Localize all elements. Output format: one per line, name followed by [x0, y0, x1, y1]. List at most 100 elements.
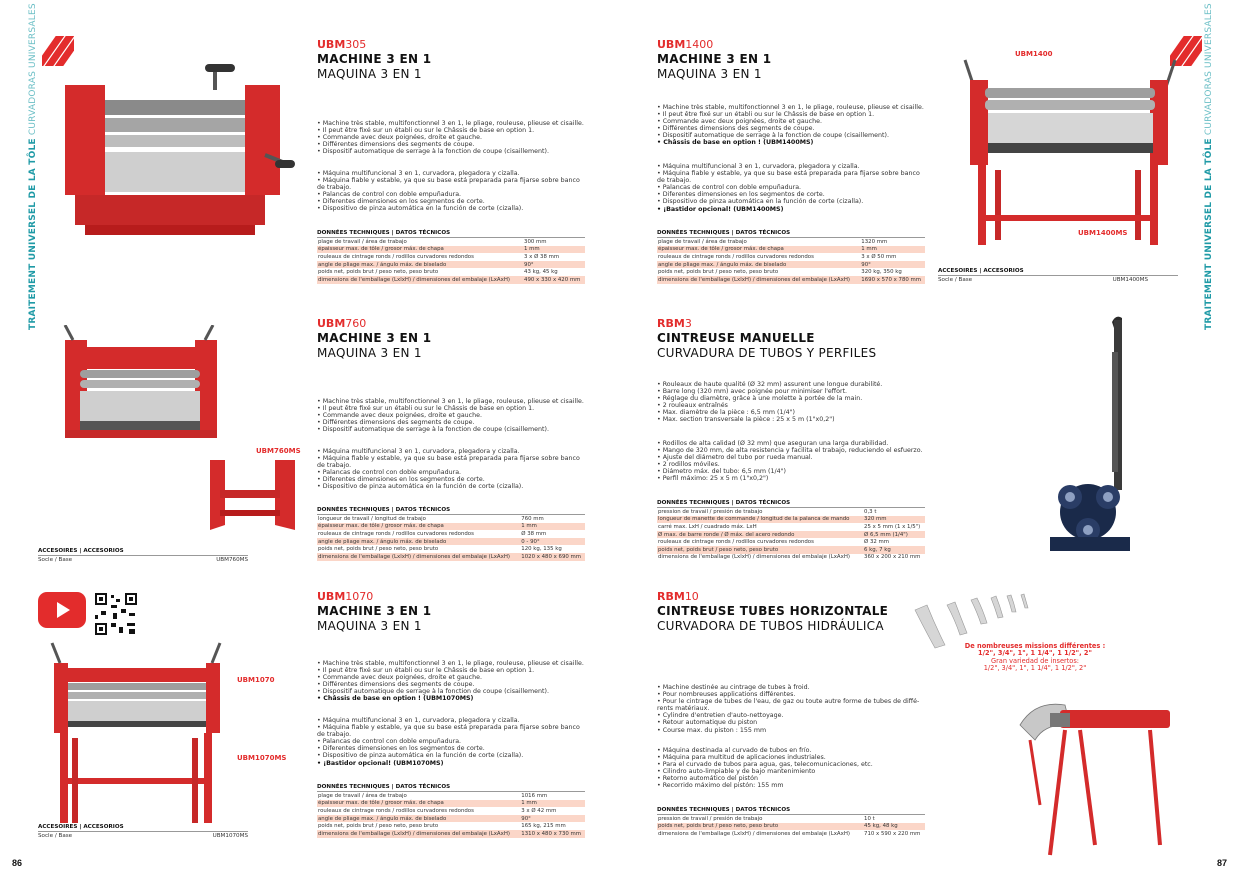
product-code-number: 3	[684, 317, 692, 330]
spec-value: 1016 mm	[521, 792, 548, 799]
product-title-es: MAQUINA 3 EN 1	[657, 66, 762, 81]
spec-label: poids net, poids brut / peso neto, peso …	[318, 823, 439, 830]
feature-item: Pour le cintrage de tubes de l'eau, de g…	[657, 698, 927, 712]
ubm1400-spec-table: DONNÉES TECHNIQUES | DATOS TÉCNICOS plag…	[657, 230, 925, 284]
spec-label: longueur de manette de commande / longit…	[657, 515, 864, 524]
accessory-code: UBM760MS	[216, 557, 248, 563]
spec-value: 0 - 90°	[520, 537, 585, 546]
spec-header: DONNÉES TECHNIQUES | DATOS TÉCNICOS	[657, 500, 925, 508]
spec-label: rouleaux de cintrage ronds / rodillos cu…	[658, 539, 814, 546]
spec-value: Ø 38 mm	[521, 530, 547, 537]
ubm1070-machine-image	[50, 642, 222, 823]
rbm10-features-fr: Machine destinée au cintrage de tubes à …	[657, 684, 927, 734]
spec-value: 360 x 200 x 210 mm	[864, 554, 921, 561]
ubm760-features-es: Máquina multifuncional 3 en 1, curvadora…	[317, 448, 587, 491]
feature-item: Palancas de control con doble empuñadura…	[317, 191, 587, 198]
ubm1400-features-fr: Machine très stable, multifonctionnel 3 …	[657, 104, 937, 147]
product-code: UBM	[317, 38, 346, 51]
spec-label: pression de travail / presión de trabajo	[658, 508, 763, 515]
product-code-number: 1400	[685, 38, 714, 51]
spec-value: 1 mm	[523, 245, 585, 254]
product-code: UBM	[317, 317, 346, 330]
spec-label: dimensions de l'emballage (LxlxH) / dime…	[658, 554, 850, 561]
feature-item: Différentes dimensions des segments de c…	[317, 141, 597, 148]
feature-item: Différentes dimensions des segments de c…	[317, 681, 597, 688]
ubm305-spec-table: DONNÉES TECHNIQUES | DATOS TÉCNICOS plag…	[317, 230, 585, 284]
feature-item: Il peut être fixé sur un établi ou sur l…	[657, 111, 937, 118]
feature-item: Palancas de control con doble empuñadura…	[317, 469, 587, 476]
spec-header: DONNÉES TECHNIQUES | DATOS TÉCNICOS	[317, 230, 585, 238]
feature-item: Dispositivo de pinza automática en la fu…	[317, 205, 587, 212]
spec-value: 710 x 590 x 220 mm	[864, 830, 921, 837]
product-title-fr: CINTREUSE TUBES HORIZONTALE	[657, 603, 889, 618]
feature-item: 2 rouleaux entraînés	[657, 402, 937, 409]
spec-value: 300 mm	[524, 238, 547, 245]
feature-item: Machine destinée au cintrage de tubes à …	[657, 684, 927, 691]
spec-value: Ø 32 mm	[864, 539, 890, 546]
feature-item: Máquina destinada al curvado de tubos en…	[657, 747, 927, 754]
feature-item: Palancas de control con doble empuñadura…	[657, 184, 927, 191]
feature-item: Dispositif automatique de serrage à la f…	[657, 132, 937, 139]
rbm10-spec-table: DONNÉES TECHNIQUES | DATOS TÉCNICOS pres…	[657, 807, 925, 838]
spec-value: 3 x Ø 38 mm	[524, 253, 560, 260]
qr-code-icon[interactable]	[93, 591, 139, 637]
side-label-light: CURVADORAS UNIVERSALES	[28, 3, 38, 136]
rbm3-spec-table: DONNÉES TECHNIQUES | DATOS TÉCNICOS pres…	[657, 500, 925, 561]
spec-value: 320 kg, 350 kg	[861, 269, 902, 276]
spec-value: 490 x 330 x 420 mm	[523, 275, 585, 284]
ubm760ms-stand-image	[210, 460, 295, 530]
spec-header: DONNÉES TECHNIQUES | DATOS TÉCNICOS	[317, 784, 585, 792]
rbm10-features-es: Máquina destinada al curvado de tubos en…	[657, 747, 927, 790]
spec-label: épaisseur max. de tôle / grosor máx. de …	[317, 522, 521, 531]
feature-item: Dispositivo de pinza automática en la fu…	[317, 752, 587, 759]
feature-item: Pour nombreuses applications différentes…	[657, 691, 927, 698]
feature-item: Il peut être fixé sur un établi ou sur l…	[317, 127, 597, 134]
feature-item: Ajuste del diámetro del tubo por rueda m…	[657, 454, 937, 461]
spec-value: 165 kg, 215 mm	[521, 823, 566, 830]
spec-label: angle de pliage max. / ángulo máx. de bi…	[657, 260, 861, 269]
spec-header: DONNÉES TECHNIQUES | DATOS TÉCNICOS	[317, 507, 585, 515]
product-title-es: MAQUINA 3 EN 1	[317, 66, 422, 81]
product-code: RBM	[657, 317, 685, 330]
side-label-bold: TRAITEMENT UNIVERSEL DE LA TÔLE	[1204, 138, 1214, 330]
feature-item: Course max. du piston : 155 mm	[657, 727, 927, 734]
feature-item: Perfil máximo: 25 x 5 m (1"x0,2")	[657, 475, 937, 482]
page-number-right: 87	[1217, 858, 1228, 868]
rbm3-title-block: RBM3 CINTREUSE MANUELLE CURVADURA DE TUB…	[657, 317, 876, 361]
rbm10-inserts-note: De nombreuses missions différentes : 1/2…	[950, 642, 1120, 673]
spec-header: DONNÉES TECHNIQUES | DATOS TÉCNICOS	[657, 807, 925, 815]
spec-label: rouleaux de cintrage ronds / rodillos cu…	[658, 253, 814, 260]
spec-value: 45 kg, 48 kg	[863, 822, 925, 831]
youtube-icon[interactable]	[38, 592, 86, 628]
spec-label: rouleaux de cintrage ronds / rodillos cu…	[318, 807, 474, 814]
spec-label: angle de pliage max. / ángulo máx. de bi…	[317, 537, 521, 546]
feature-item: Máquina para multitud de aplicaciones in…	[657, 754, 927, 761]
spec-label: dimensions de l'emballage (LxlxH) / dime…	[317, 552, 521, 561]
product-title-es: MAQUINA 3 EN 1	[317, 345, 422, 360]
feature-item: Máquina multifuncional 3 en 1, curvadora…	[317, 717, 587, 724]
product-title-fr: MACHINE 3 EN 1	[317, 51, 432, 66]
feature-item: Dispositivo de pinza automática en la fu…	[657, 198, 927, 205]
ubm760-spec-table: DONNÉES TECHNIQUES | DATOS TÉCNICOS long…	[317, 507, 585, 561]
spec-label: plage de travail / área de trabajo	[318, 792, 407, 799]
accessories-header: ACCESOIRES | ACCESORIOS	[938, 268, 1178, 276]
product-title-fr: MACHINE 3 EN 1	[317, 330, 432, 345]
accessory-code: UBM1070MS	[212, 833, 248, 839]
spec-value: 1020 x 480 x 690 mm	[520, 552, 585, 561]
feature-item: Palancas de control con doble empuñadura…	[317, 738, 587, 745]
spec-value: 90°	[520, 814, 585, 823]
ubm1070-label: UBM1070	[237, 676, 275, 684]
feature-item: Commande avec deux poignées, droite et g…	[657, 118, 937, 125]
feature-item: Dispositivo de pinza automática en la fu…	[317, 483, 587, 490]
product-code-number: 1070	[345, 590, 374, 603]
spec-label: dimensions de l'emballage (LxlxH) / dime…	[317, 275, 524, 284]
feature-item: Máquina fiable y estable, ya que su base…	[657, 170, 927, 184]
product-title-es: CURVADORA DE TUBOS HIDRÁULICA	[657, 618, 884, 633]
spec-label: poids net, poids brut / peso neto, peso …	[318, 269, 439, 276]
spec-value: 1 mm	[520, 799, 585, 808]
feature-item: Il peut être fixé sur un établi ou sur l…	[317, 405, 597, 412]
note-line: 1/2", 3/4", 1", 1 1/4", 1 1/2", 2"	[983, 664, 1087, 673]
rbm10-inserts-image	[914, 593, 1029, 649]
